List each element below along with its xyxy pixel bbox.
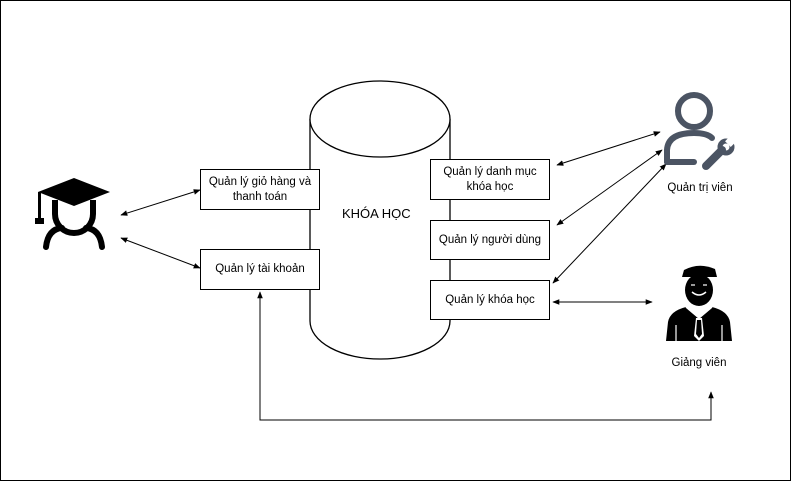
course-management-box[interactable]: Quản lý khóa học (430, 280, 550, 320)
database-label: KHÓA HỌC (342, 206, 411, 221)
connector-admin-users (556, 149, 663, 226)
connector-admin-category (556, 131, 661, 166)
user-management-box[interactable]: Quản lý người dùng (430, 220, 550, 260)
graduate-student-icon (35, 178, 110, 250)
connector-admin-courses (552, 163, 667, 284)
connector-teacher-account (257, 291, 714, 421)
cart-payment-box[interactable]: Quản lý giỏ hàng và thanh toán (200, 169, 320, 210)
teacher-icon (666, 265, 732, 341)
connector-student-account (120, 237, 201, 269)
user-wrench-icon (664, 92, 735, 170)
admin-label: Quản trị viên (667, 182, 733, 194)
account-management-box[interactable]: Quản lý tài khoản (200, 249, 320, 290)
category-management-box[interactable]: Quản lý danh mục khóa học (430, 159, 550, 200)
teacher-label: Giảng viên (671, 357, 727, 369)
connector-student-cart (120, 189, 201, 216)
